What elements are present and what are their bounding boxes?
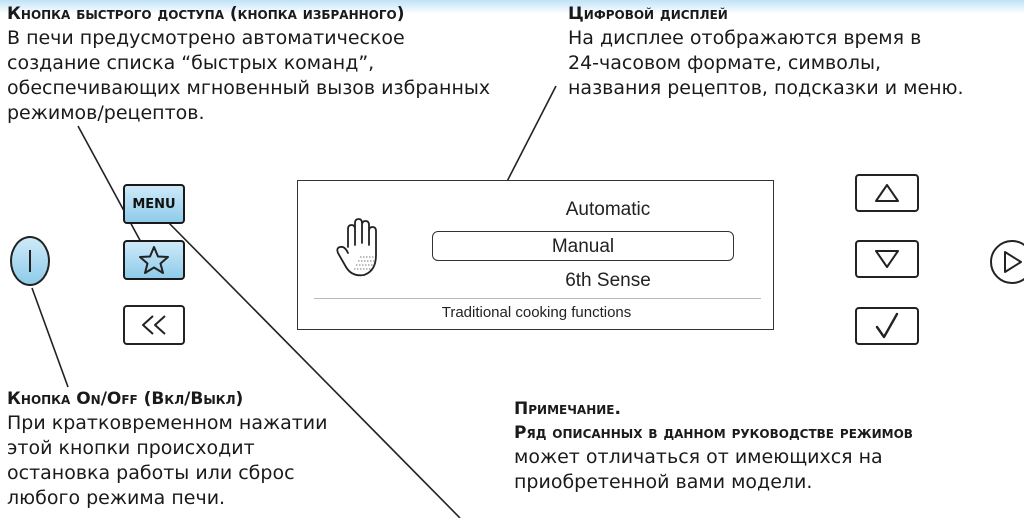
display-menu-item: 6th Sense [565,270,651,291]
play-button[interactable] [990,240,1024,284]
callout-note-subtitle: Ряд описанных в данном руководстве режим… [514,423,913,443]
callout-note: Примечание. Ряд описанных в данном руков… [514,397,1024,495]
callout-display-text: На дисплее отображаются время в 24-часов… [568,27,964,99]
triangle-down-icon [875,250,899,268]
down-button[interactable] [855,240,919,278]
callout-onoff-text: При кратковременном нажатии этой кнопки … [7,412,328,509]
favorite-button[interactable] [123,240,185,280]
display-footer: Traditional cooking functions [441,304,632,321]
top-glow [0,0,1024,14]
callout-onoff-button: Кнопка On/Off (Вкл/Выкл) При кратковреме… [7,387,457,511]
display-menu-item: Automatic [565,199,651,220]
digital-display: Automatic Manual 6th Sense Traditional c… [297,180,774,330]
leader-line-favorite [77,125,143,245]
leader-line-menu [165,219,461,518]
menu-button[interactable]: MENU [123,184,185,224]
play-icon [1004,251,1022,273]
callout-note-title: Примечание. [514,399,621,419]
display-divider [314,298,761,299]
power-button[interactable] [10,236,50,286]
rewind-icon [142,315,166,335]
star-icon [139,246,169,274]
hand-icon [336,218,377,277]
callout-onoff-title: Кнопка On/Off (Вкл/Выкл) [7,389,244,409]
triangle-up-icon [875,184,899,202]
leader-line-onoff [31,287,69,388]
callout-note-text: может отличаться от имеющихся на приобре… [514,446,883,493]
callout-display: Цифровой дисплей На дисплее отображаются… [568,2,1024,101]
power-icon [29,250,31,272]
up-button[interactable] [855,174,919,212]
callout-favorite-text: В печи предусмотрено автоматическое созд… [7,27,491,124]
display-menu-item-selected: Manual [432,231,734,261]
ok-button[interactable] [855,307,919,345]
callout-favorite-button: Кнопка быстрого доступа (кнопка избранно… [7,2,567,126]
back-button[interactable] [123,305,185,345]
callout-favorite-title: Кнопка быстрого доступа (кнопка избранно… [7,4,405,24]
callout-display-title: Цифровой дисплей [568,4,728,24]
checkmark-icon [875,312,899,339]
